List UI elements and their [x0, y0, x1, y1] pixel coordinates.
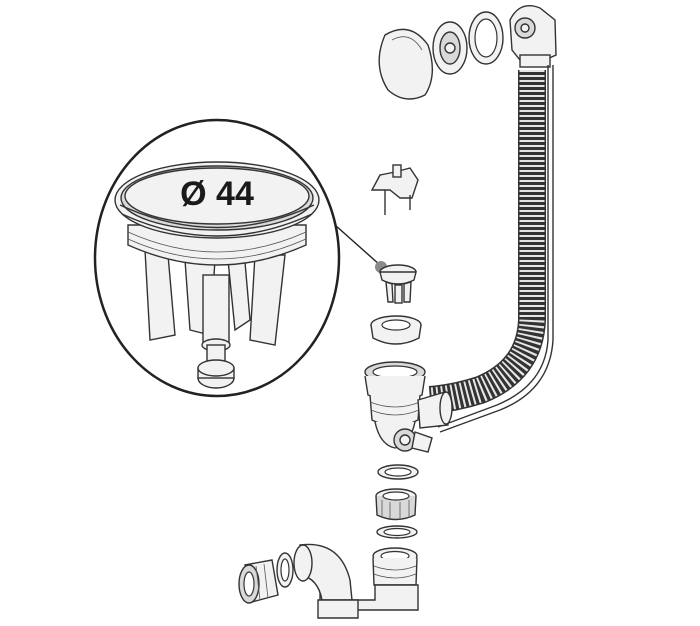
plug-cap-small	[379, 264, 417, 304]
seal-ring-2	[376, 525, 418, 539]
trap-elbow	[299, 543, 359, 619]
waste-body	[364, 361, 453, 453]
callout-leader-line	[334, 224, 381, 266]
threaded-nut	[375, 488, 417, 521]
overflow-rosette	[432, 21, 468, 75]
plug-cap-enlarged	[114, 161, 320, 389]
overflow-body	[509, 5, 557, 68]
magnified-callout: Ø 44	[93, 118, 387, 398]
seal-ring-1	[377, 464, 419, 480]
trap-outlet-nut	[238, 559, 279, 604]
overflow-cap	[378, 28, 433, 100]
trap-ring-a	[293, 544, 313, 582]
diameter-label: Ø 44	[180, 175, 254, 213]
overflow-hose	[428, 65, 554, 433]
plug-spider-insert	[370, 164, 419, 215]
overflow-gasket	[468, 11, 504, 65]
trap-ring-b	[276, 552, 294, 588]
drain-flange	[370, 315, 422, 345]
